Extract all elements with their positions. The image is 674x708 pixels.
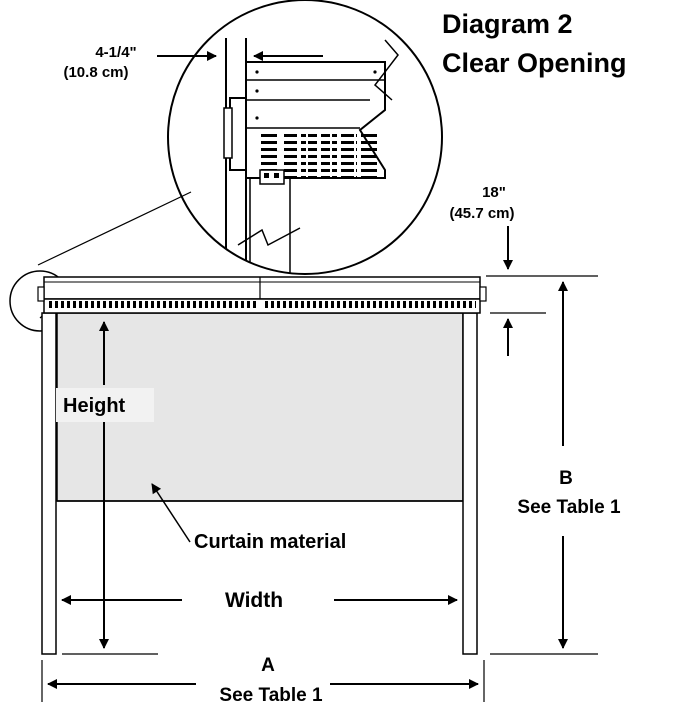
curtain-material-label: Curtain material xyxy=(194,531,346,553)
width-label: Width xyxy=(225,589,283,612)
detail-dim-cm: (10.8 cm) xyxy=(63,64,128,81)
detail-dim-inches: 4-1/4" xyxy=(95,44,136,61)
intake-louvers-right xyxy=(264,301,476,311)
a-dim-note: See Table 1 xyxy=(219,685,323,706)
left-post xyxy=(41,312,57,655)
detail-magnifier xyxy=(167,0,443,275)
top-dim-cm: (45.7 cm) xyxy=(449,205,514,222)
intake-louvers-left xyxy=(48,301,256,311)
curtain-leader-arrow xyxy=(151,483,191,543)
diagram-title-line2: Clear Opening xyxy=(442,48,627,78)
b-dim-note: See Table 1 xyxy=(517,497,621,518)
b-dim-letter: B xyxy=(559,468,573,489)
top-dim-inches: 18" xyxy=(482,184,506,201)
height-label: Height xyxy=(63,395,126,417)
air-curtain-unit xyxy=(43,276,481,300)
diagram-title-line1: Diagram 2 xyxy=(442,9,573,39)
height-label-bg xyxy=(56,388,154,422)
right-post xyxy=(462,312,478,655)
a-dim-letter: A xyxy=(261,655,275,676)
detail-leader-top xyxy=(37,191,192,266)
